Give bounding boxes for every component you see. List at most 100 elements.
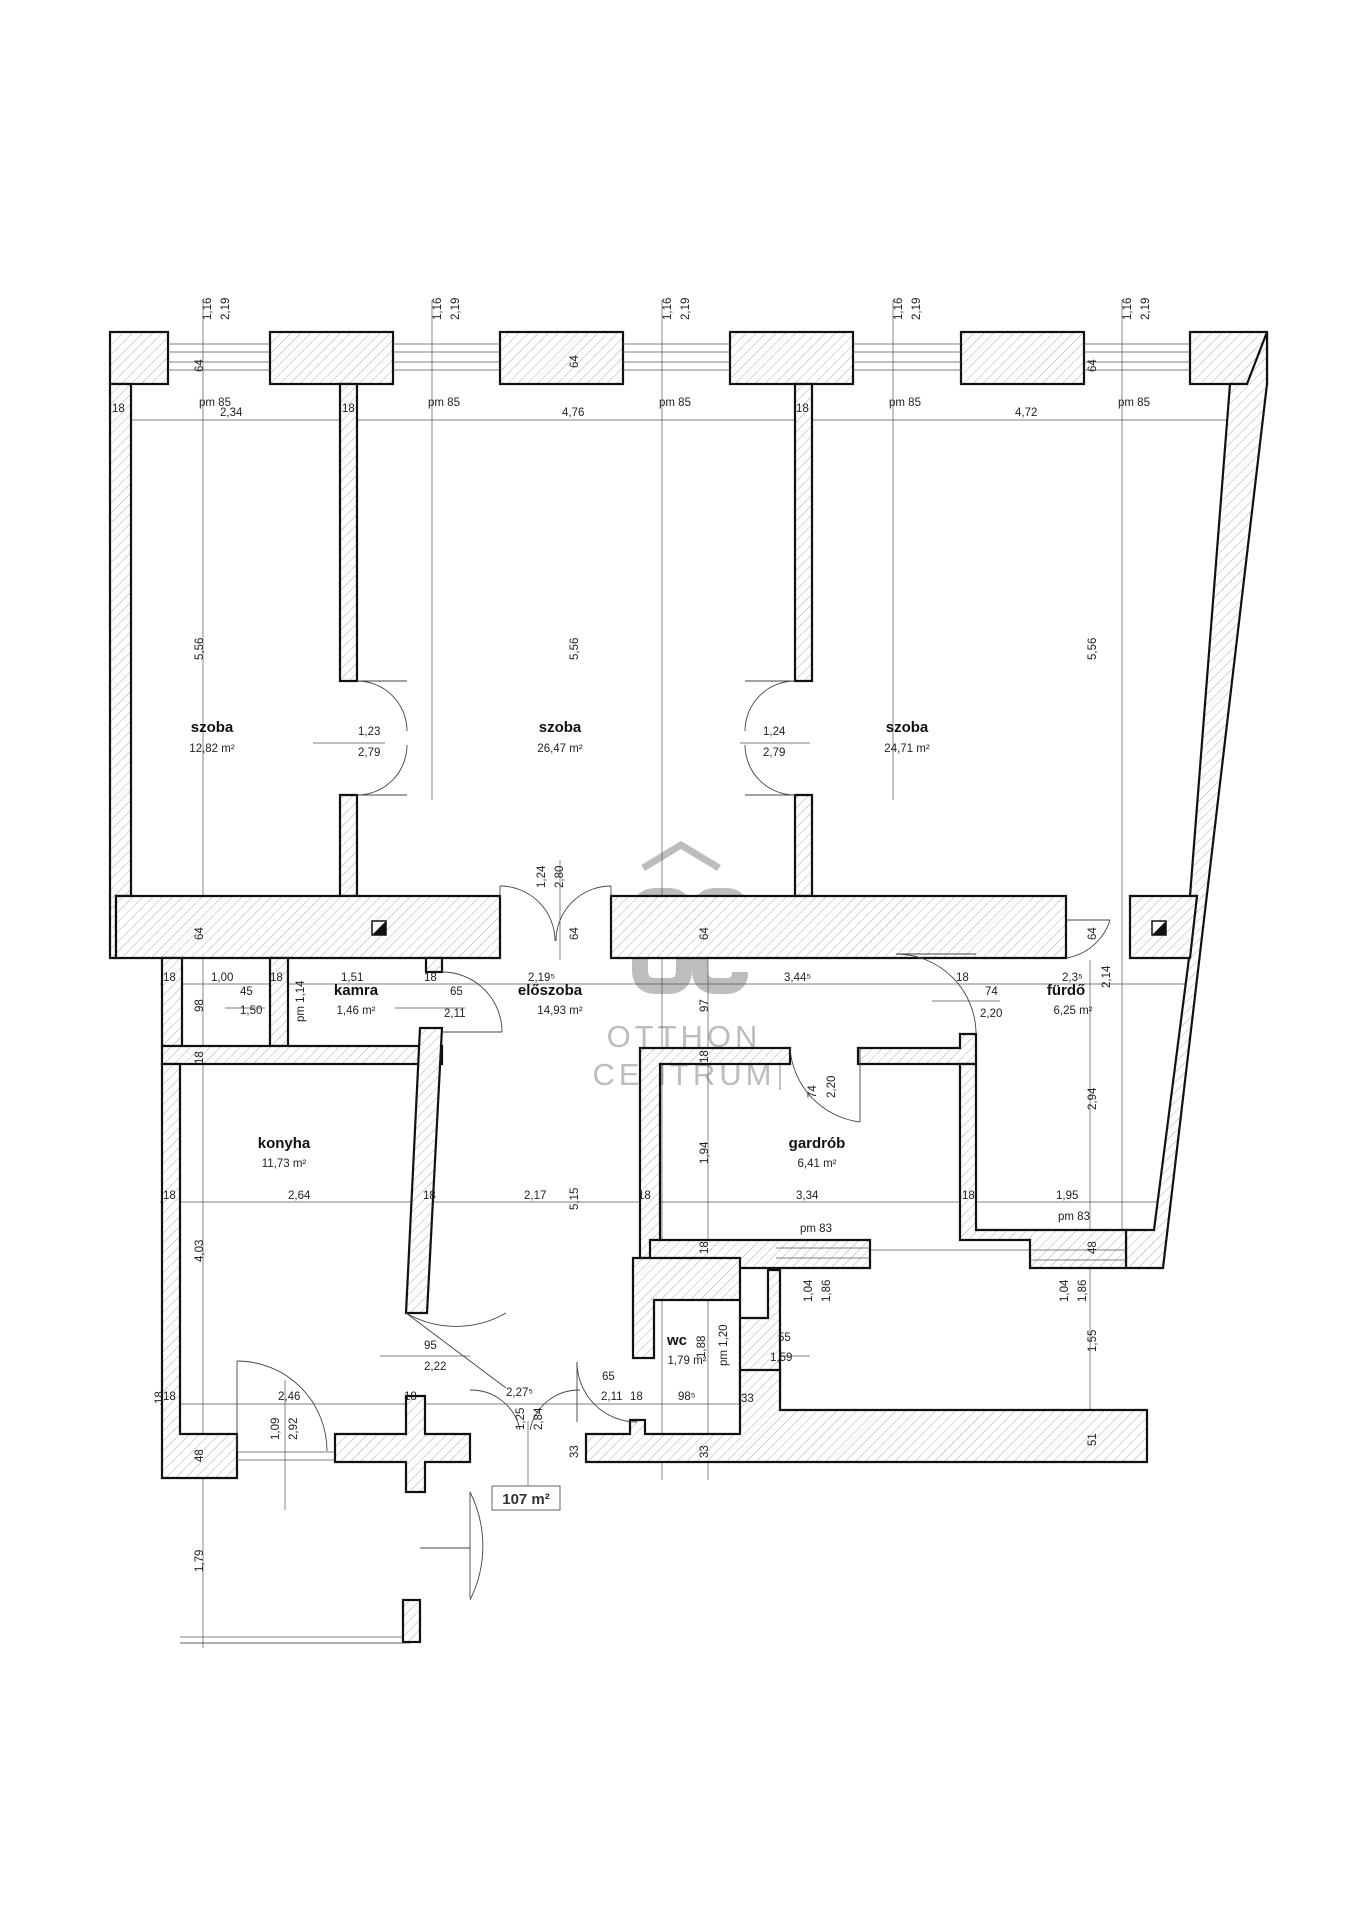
dim-label: 1,09 — [270, 1418, 282, 1440]
dim-label: 18 — [404, 1391, 417, 1403]
dim-label: 2,20 — [826, 1076, 838, 1098]
dim-label: 2,92 — [288, 1418, 300, 1440]
dim-label: 18 — [163, 1391, 176, 1403]
dim-label: 1,04 — [1059, 1279, 1071, 1302]
dim-label: 1,23 — [358, 726, 380, 738]
dim-label: pm 85 — [659, 397, 691, 409]
window — [1030, 1249, 1126, 1261]
dim-label: pm 85 — [199, 397, 231, 409]
window — [180, 1636, 403, 1644]
door-swing — [744, 680, 796, 796]
dim-label: pm 1,20 — [718, 1324, 730, 1366]
room-name: fürdő — [1047, 982, 1085, 999]
dim-label: 5,56 — [1087, 638, 1099, 660]
door-swing — [405, 1312, 507, 1389]
room-name: wc — [666, 1332, 687, 1349]
dim-label: 55 — [778, 1332, 791, 1344]
chimney-marker-fill — [1152, 921, 1166, 935]
dim-label: 5,15 — [569, 1188, 581, 1210]
dim-label: 5,56 — [569, 638, 581, 660]
dim-label: 18 — [194, 1051, 206, 1064]
dim-label: 98⁵ — [678, 1391, 696, 1403]
dim-label: 2,19 — [450, 298, 462, 320]
dim-label: 1,86 — [1077, 1280, 1089, 1302]
dim-label: 18 — [154, 1391, 166, 1404]
dim-label: 18 — [699, 1241, 711, 1254]
total-area-label: 107 m² — [502, 1491, 550, 1508]
dim-label: 18 — [699, 1050, 711, 1063]
room-name: konyha — [258, 1135, 311, 1152]
dim-label: 64 — [194, 359, 206, 372]
door-swing — [1065, 919, 1111, 959]
dim-label: pm 1,14 — [295, 980, 307, 1022]
room-area: 1,46 m² — [337, 1005, 376, 1017]
dim-label: 1,16 — [662, 298, 674, 320]
dim-label: 2,3⁵ — [1062, 972, 1083, 984]
dim-label: 95 — [424, 1340, 437, 1352]
dim-label: 1,16 — [893, 298, 905, 320]
room-area: 24,71 m² — [884, 743, 930, 755]
dim-label: 18 — [796, 403, 809, 415]
dim-label: 65 — [602, 1371, 615, 1383]
door-swing — [441, 971, 503, 1033]
dim-label: 5,56 — [194, 638, 206, 660]
dim-label: pm 85 — [428, 397, 460, 409]
dim-label: pm 83 — [800, 1223, 832, 1235]
room-area: 11,73 m² — [262, 1158, 307, 1170]
room-area: 6,25 m² — [1054, 1005, 1093, 1017]
room-name: kamra — [334, 982, 379, 999]
dim-label: 2,11 — [444, 1008, 466, 1020]
dim-label: 18 — [423, 1190, 436, 1202]
door-swing — [236, 1360, 328, 1452]
dim-label: 2,19 — [220, 298, 232, 320]
dim-label: 2,84 — [533, 1407, 545, 1430]
window — [776, 1247, 870, 1259]
chimney-marker-fill — [372, 921, 386, 935]
dim-label: 48 — [1087, 1241, 1099, 1254]
room-area: 12,82 m² — [189, 743, 235, 755]
dim-label: 1,51 — [341, 972, 363, 984]
dim-label: 18 — [630, 1391, 643, 1403]
dim-label: 2,19⁵ — [528, 972, 555, 984]
dim-label: 2,19 — [911, 298, 923, 320]
dim-label: 1,16 — [1122, 298, 1134, 320]
dim-label: 45 — [240, 986, 253, 998]
dim-label: 1,59 — [770, 1352, 792, 1364]
dim-label: 1,50 — [240, 1005, 262, 1017]
dim-label: 1,55 — [1087, 1330, 1099, 1352]
room-name: szoba — [886, 719, 929, 736]
dim-label: 1,25 — [515, 1408, 527, 1430]
dim-label: 3,34 — [796, 1190, 819, 1202]
dim-label: 1,04 — [803, 1279, 815, 1302]
dim-label: 51 — [1087, 1433, 1099, 1446]
dim-label: 74 — [985, 986, 998, 998]
dim-label: 48 — [194, 1449, 206, 1462]
room-labels: szoba 12,82 m² szoba 26,47 m² szoba 24,7… — [189, 719, 1092, 1367]
dim-label: 2,79 — [358, 747, 380, 759]
dim-label: 2,34 — [220, 407, 243, 419]
dim-label: 18 — [962, 1190, 975, 1202]
room-name: előszoba — [518, 982, 583, 999]
dim-label: 2,64 — [288, 1190, 311, 1202]
dimension-lines — [110, 300, 1240, 1648]
dim-label: 1,24 — [763, 726, 786, 738]
dim-label: 33 — [699, 1445, 711, 1458]
window — [168, 343, 270, 371]
dim-label: 97 — [699, 999, 711, 1012]
window — [623, 343, 730, 371]
dim-label: 1,94 — [699, 1141, 711, 1164]
dim-label: 74 — [807, 1085, 819, 1098]
dim-label: 18 — [270, 972, 283, 984]
dim-label: 33 — [569, 1445, 581, 1458]
dim-label: 2,80 — [554, 866, 566, 888]
dim-label: pm 85 — [889, 397, 921, 409]
dim-label: 18 — [342, 403, 355, 415]
walls — [108, 330, 1269, 1644]
room-area: 6,41 m² — [798, 1158, 837, 1170]
dim-label: pm 85 — [1118, 397, 1150, 409]
dim-label: 65 — [450, 986, 463, 998]
dim-label: 1,00 — [211, 972, 233, 984]
dim-label: 64 — [1087, 927, 1099, 940]
dim-label: 2,94 — [1087, 1087, 1099, 1110]
